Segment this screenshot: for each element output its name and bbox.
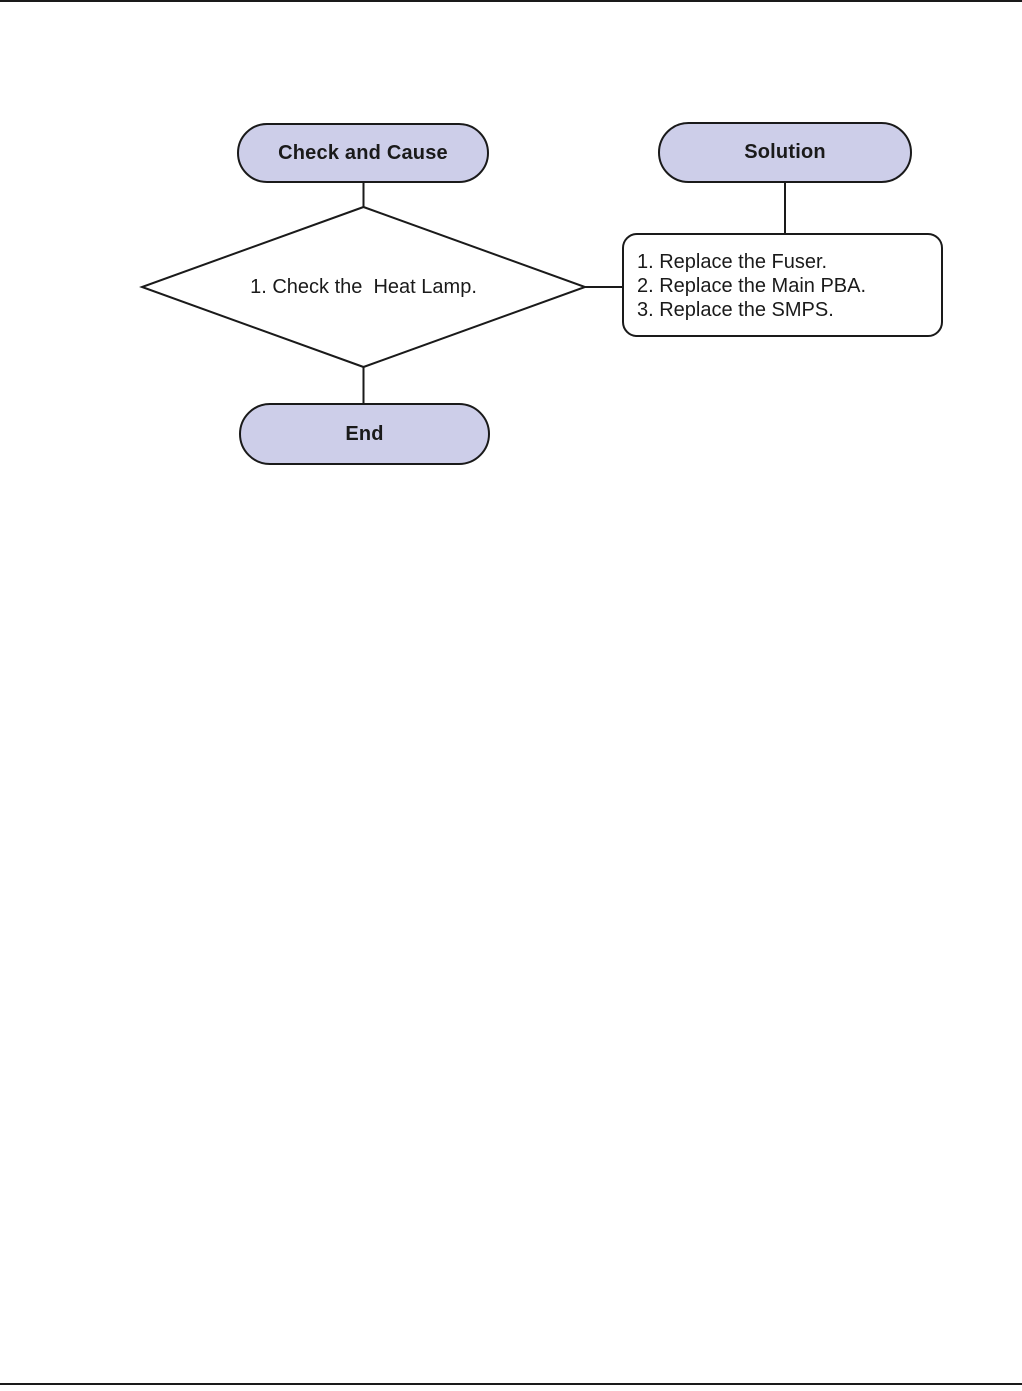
page-top-rule xyxy=(0,0,1022,2)
terminator-solution: Solution xyxy=(658,122,912,183)
terminator-check-and-cause: Check and Cause xyxy=(237,123,489,183)
page-bottom-rule xyxy=(0,1383,1022,1385)
solution-steps-box: 1. Replace the Fuser. 2. Replace the Mai… xyxy=(622,233,943,337)
terminator-check-and-cause-label: Check and Cause xyxy=(278,141,448,164)
solution-step: 3. Replace the SMPS. xyxy=(637,299,834,321)
solution-step: 2. Replace the Main PBA. xyxy=(637,275,867,297)
terminator-end-label: End xyxy=(345,422,384,445)
terminator-end: End xyxy=(239,403,490,465)
solution-step: 1. Replace the Fuser. xyxy=(637,251,828,273)
terminator-solution-label: Solution xyxy=(744,141,826,163)
decision-diamond xyxy=(139,205,588,369)
